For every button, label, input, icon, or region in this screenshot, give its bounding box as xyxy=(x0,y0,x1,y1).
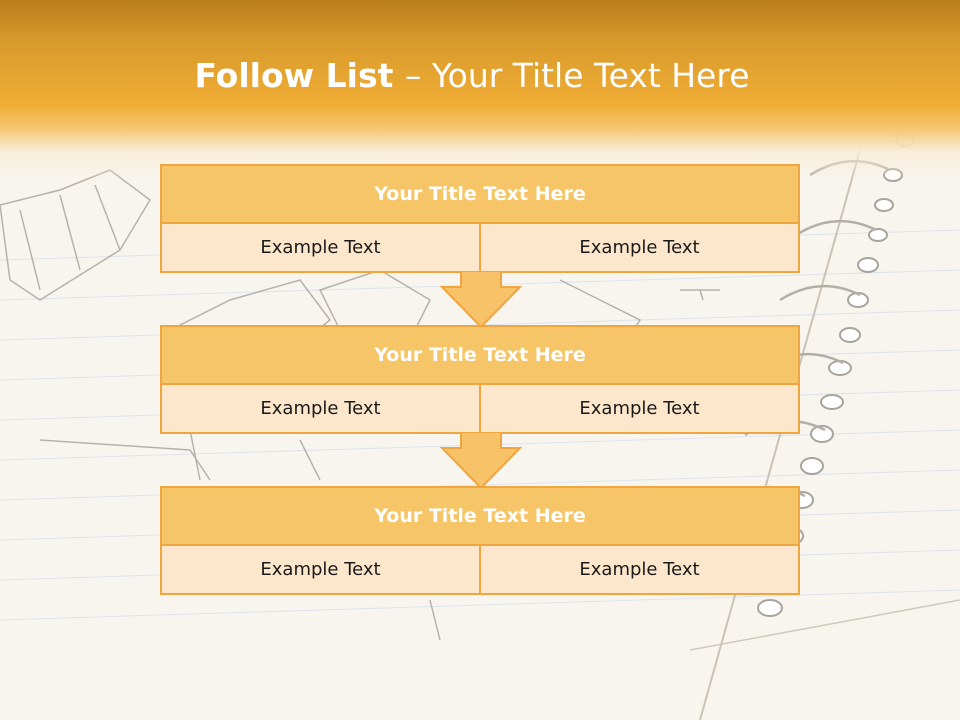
list-block-2: Your Title Text Here Example Text Exampl… xyxy=(160,325,800,434)
block-row: Example Text Example Text xyxy=(162,224,798,271)
block-row: Example Text Example Text xyxy=(162,546,798,593)
list-block-1: Your Title Text Here Example Text Exampl… xyxy=(160,164,800,273)
slide-title: Follow List – Your Title Text Here xyxy=(0,52,944,100)
block-row: Example Text Example Text xyxy=(162,385,798,432)
block-title: Your Title Text Here xyxy=(162,166,798,222)
block-title: Your Title Text Here xyxy=(162,488,798,544)
block-title: Your Title Text Here xyxy=(162,327,798,383)
block-cell-right: Example Text xyxy=(481,546,798,593)
block-cell-left: Example Text xyxy=(162,546,479,593)
list-block-3: Your Title Text Here Example Text Exampl… xyxy=(160,486,800,595)
down-arrow-icon xyxy=(440,432,522,490)
block-cell-left: Example Text xyxy=(162,385,479,432)
slide-title-bold: Follow List xyxy=(194,56,405,95)
slide-title-rest: – Your Title Text Here xyxy=(404,56,750,95)
block-cell-left: Example Text xyxy=(162,224,479,271)
header-band xyxy=(0,0,960,180)
block-cell-right: Example Text xyxy=(481,385,798,432)
block-cell-right: Example Text xyxy=(481,224,798,271)
down-arrow-icon xyxy=(440,271,522,329)
